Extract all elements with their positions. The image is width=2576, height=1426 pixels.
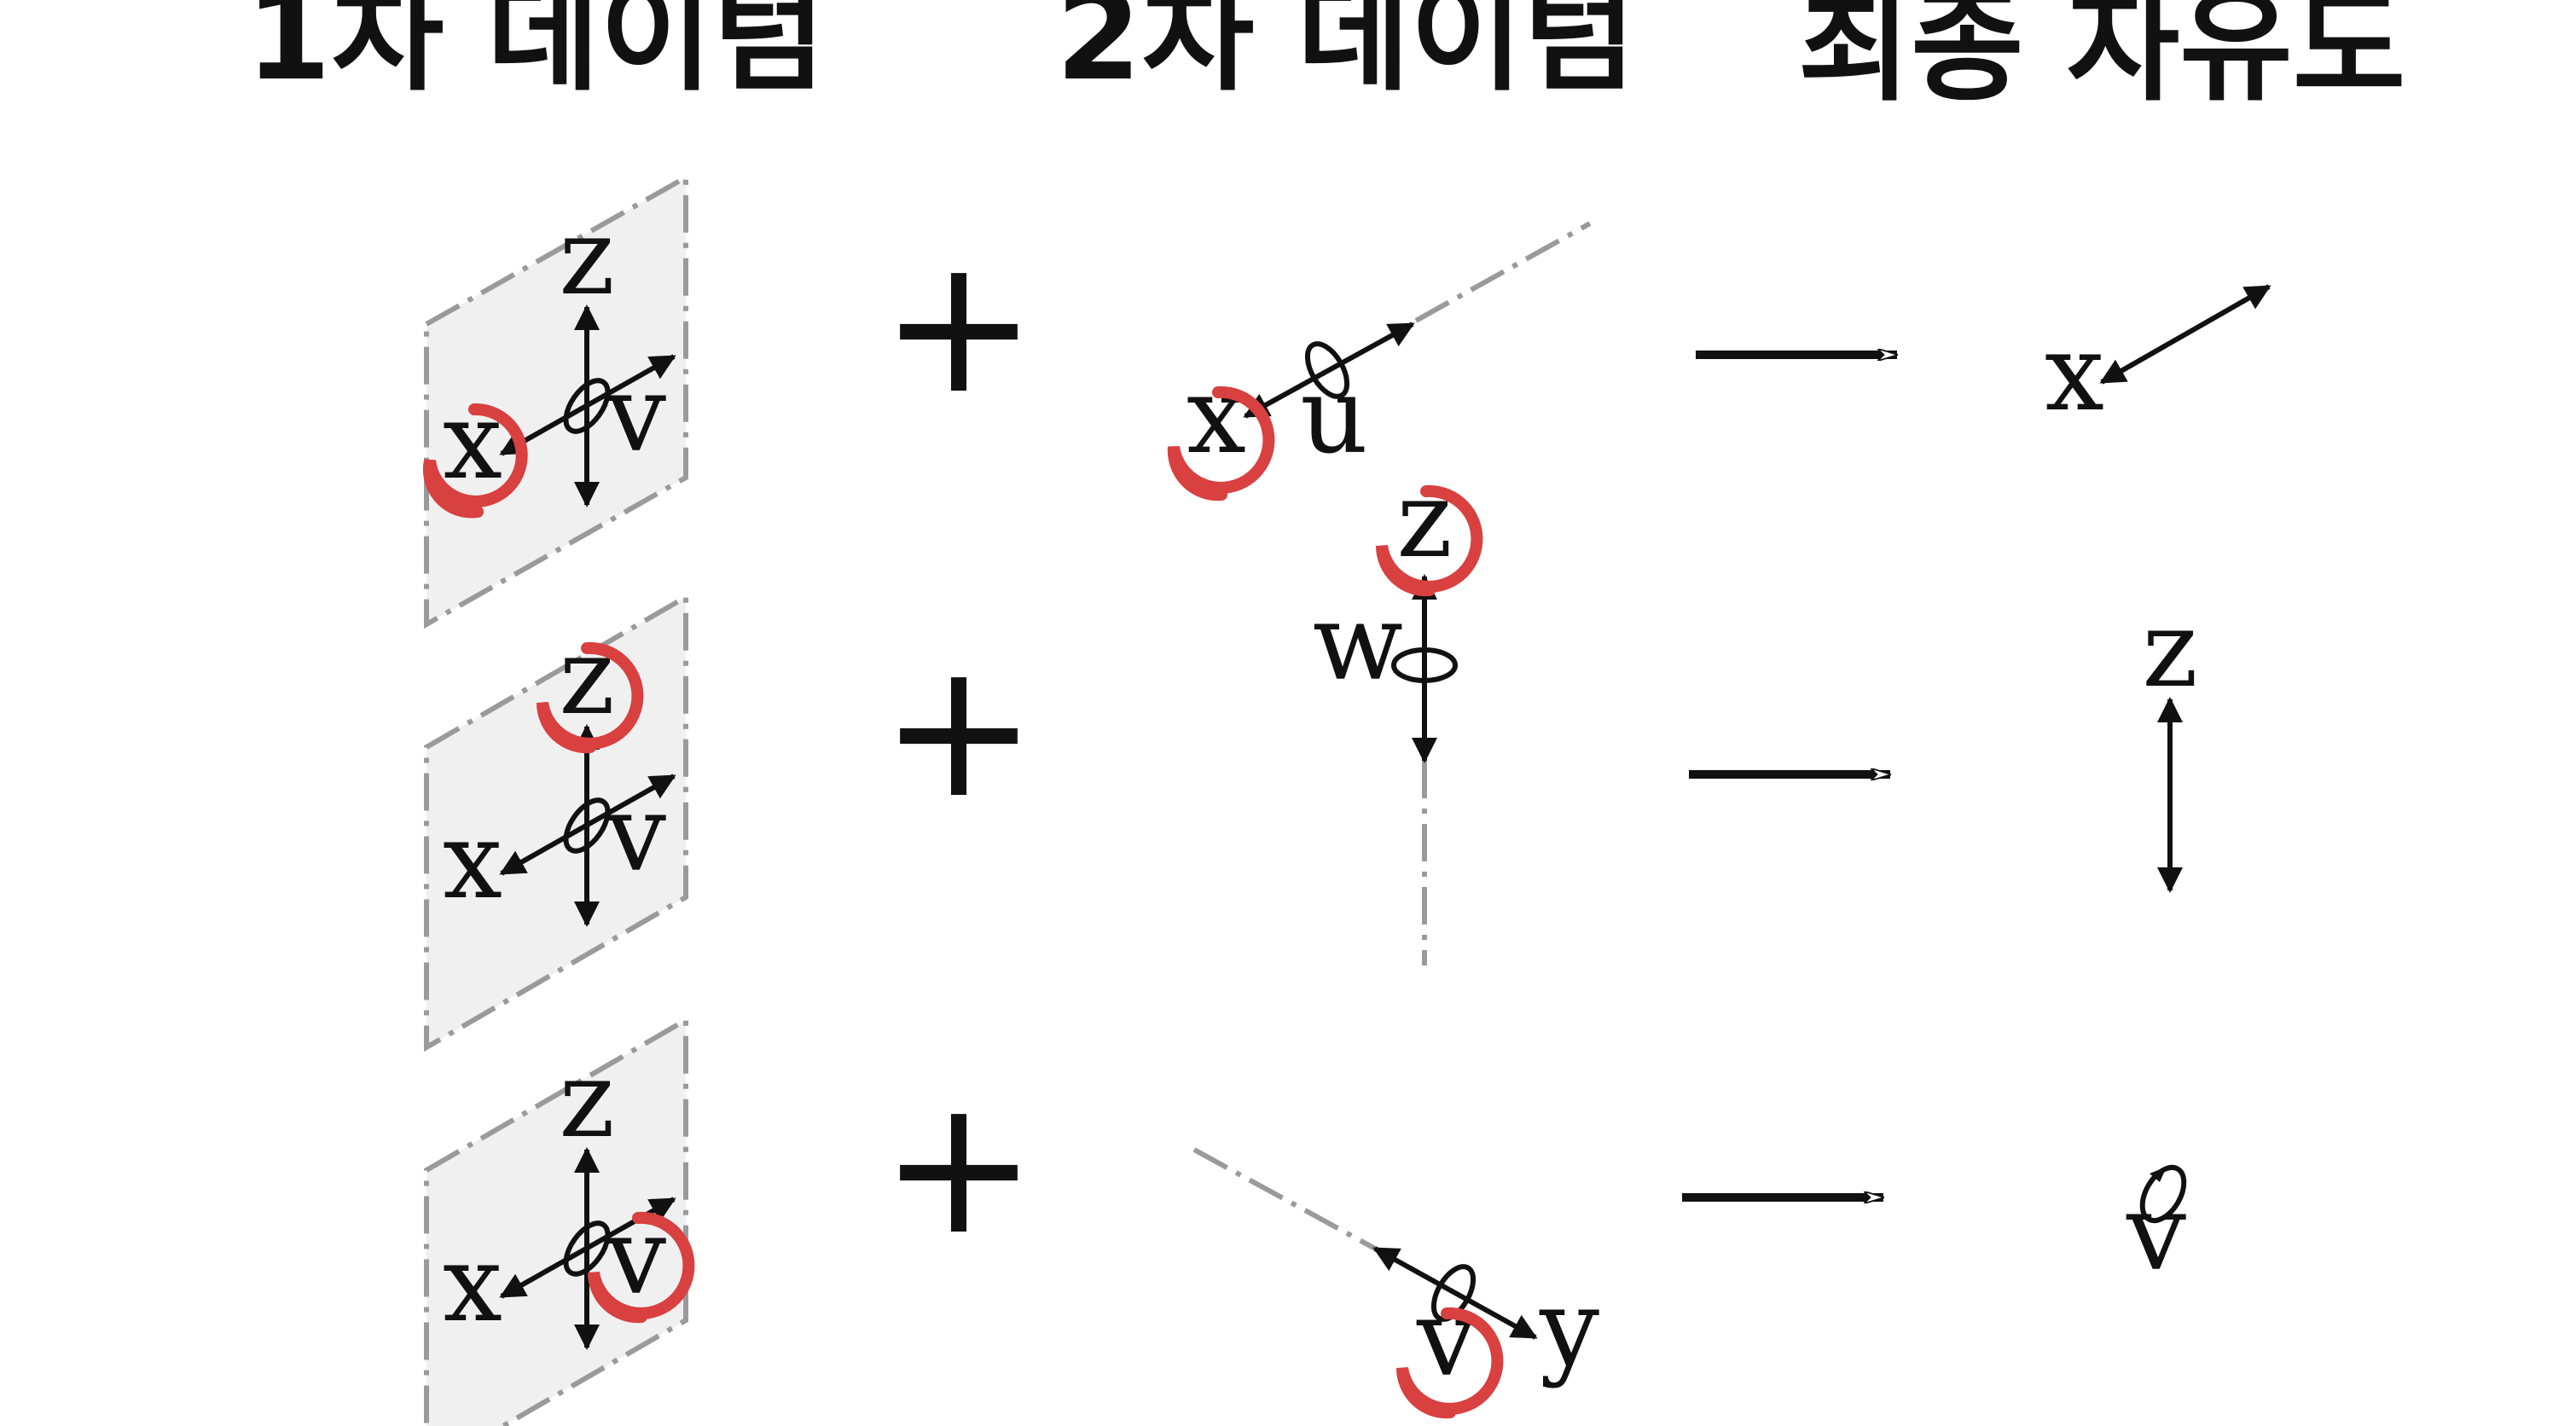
label-z: z xyxy=(559,1039,614,1162)
y-axis-arrow xyxy=(1372,1246,1538,1340)
label-v: v xyxy=(2126,1172,2186,1295)
label-x: x xyxy=(2045,312,2104,435)
v-rotation-icon xyxy=(563,1220,611,1277)
label-z: z xyxy=(559,616,614,739)
row-3-secondary-datum-line: v y xyxy=(1192,1147,1599,1419)
v-rotation-icon xyxy=(563,797,611,854)
label-x: x xyxy=(443,800,502,923)
u-rotation-icon xyxy=(1304,341,1350,399)
plus-sign-row-1: + xyxy=(880,217,1037,435)
row-3-final-dof: v xyxy=(2126,1164,2187,1295)
label-x: x xyxy=(443,1223,502,1346)
x-axis-arrow xyxy=(499,774,676,876)
label-v: v xyxy=(606,773,666,896)
label-w: w xyxy=(1313,582,1403,704)
row-1-secondary-datum-line: x u xyxy=(1167,221,1592,501)
datum-line xyxy=(1414,221,1592,323)
v-rotation-icon xyxy=(1430,1264,1477,1322)
w-rotation-icon xyxy=(1391,647,1458,683)
label-u: u xyxy=(1300,355,1368,478)
highlight-circle-z xyxy=(536,641,644,754)
highlight-circle-v xyxy=(1395,1307,1504,1419)
x-axis-arrow xyxy=(499,354,676,456)
row-2-secondary-datum-line: z w xyxy=(1313,459,1483,965)
plus-sign-row-2: + xyxy=(880,621,1037,839)
v-rotation-icon xyxy=(2139,1164,2187,1224)
rotation-arrowhead-icon xyxy=(2150,1167,2167,1182)
highlight-circle-v xyxy=(587,1211,695,1324)
x-axis-arrow xyxy=(1243,322,1415,419)
row-1-primary-datum-plane: z x v xyxy=(422,172,688,629)
row-3-primary-datum-plane: z x v xyxy=(424,1015,695,1426)
heading-final-dof: 최종 자유도 xyxy=(1798,0,2406,118)
label-x: x xyxy=(1186,355,1246,478)
v-rotation-icon xyxy=(563,378,611,434)
row-1-final-dof: x xyxy=(2045,284,2271,435)
label-z: z xyxy=(559,196,614,319)
highlight-circle-z xyxy=(1375,484,1483,597)
datum-line xyxy=(1192,1147,1377,1251)
label-y: y xyxy=(1539,1267,1599,1390)
row-2-final-dof: z xyxy=(2142,588,2198,893)
label-z: z xyxy=(2142,588,2197,711)
plus-sign-row-3: + xyxy=(880,1058,1037,1276)
label-v: v xyxy=(1416,1278,1477,1400)
heading-datum-2: 2차 데이텀 xyxy=(1056,0,1636,107)
x-translation-arrow xyxy=(2099,284,2271,385)
heading-datum-1: 1차 데이텀 xyxy=(246,0,826,107)
label-x: x xyxy=(443,380,502,503)
label-v: v xyxy=(606,353,666,476)
row-2-primary-datum-plane: z x v xyxy=(424,592,688,1052)
label-z: z xyxy=(1396,459,1452,582)
highlight-circle-x xyxy=(422,403,528,519)
highlight-circle-x xyxy=(1167,385,1275,501)
